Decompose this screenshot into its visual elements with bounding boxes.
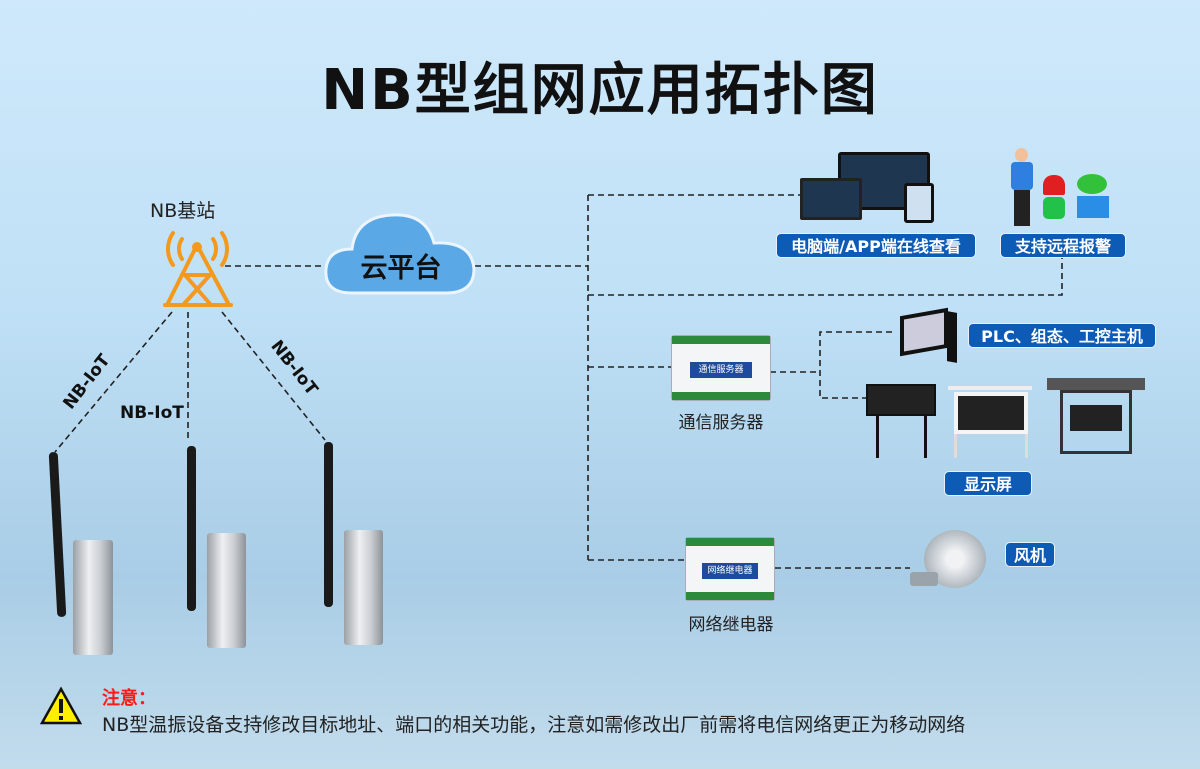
warning-icon <box>40 686 82 725</box>
sms-icon <box>1043 197 1065 219</box>
fan-tag: 风机 <box>1005 542 1055 567</box>
cloud-icon <box>324 213 476 295</box>
network-relay-label: 网络继电器 <box>688 615 774 635</box>
plc-tag: PLC、组态、工控主机 <box>968 323 1156 348</box>
device-badge: 网络继电器 <box>701 562 759 579</box>
device-badge: 通信服务器 <box>689 361 753 378</box>
base-station-label: NB基站 <box>150 200 216 222</box>
blower-fan-image <box>910 530 990 598</box>
cloud-platform-label: 云平台 <box>360 253 442 284</box>
alarm-light-icon <box>1043 175 1065 195</box>
display-tag: 显示屏 <box>944 471 1032 496</box>
industrial-pc-image <box>900 307 948 357</box>
comm-server-label: 通信服务器 <box>678 413 764 433</box>
cell-tower-icon <box>163 231 233 307</box>
nb-iot-label-middle: NB-IoT <box>120 403 184 423</box>
comm-server-device: 通信服务器 <box>671 335 771 401</box>
notice-heading: 注意： <box>102 688 156 709</box>
email-icon <box>1077 196 1109 218</box>
network-relay-device: 网络继电器 <box>685 537 775 601</box>
industrial-pc-side <box>947 311 957 363</box>
view-online-tag: 电脑端/APP端在线查看 <box>776 233 976 258</box>
person-icon <box>1010 148 1033 228</box>
page-title: NB型组网应用拓扑图 <box>321 58 879 123</box>
notice-text: NB型温振设备支持修改目标地址、端口的相关功能，注意如需修改出厂前需将电信网络更… <box>102 714 966 736</box>
wechat-icon <box>1077 174 1107 194</box>
remote-alarm-tag: 支持远程报警 <box>1000 233 1126 258</box>
computer-devices-image <box>800 150 950 225</box>
